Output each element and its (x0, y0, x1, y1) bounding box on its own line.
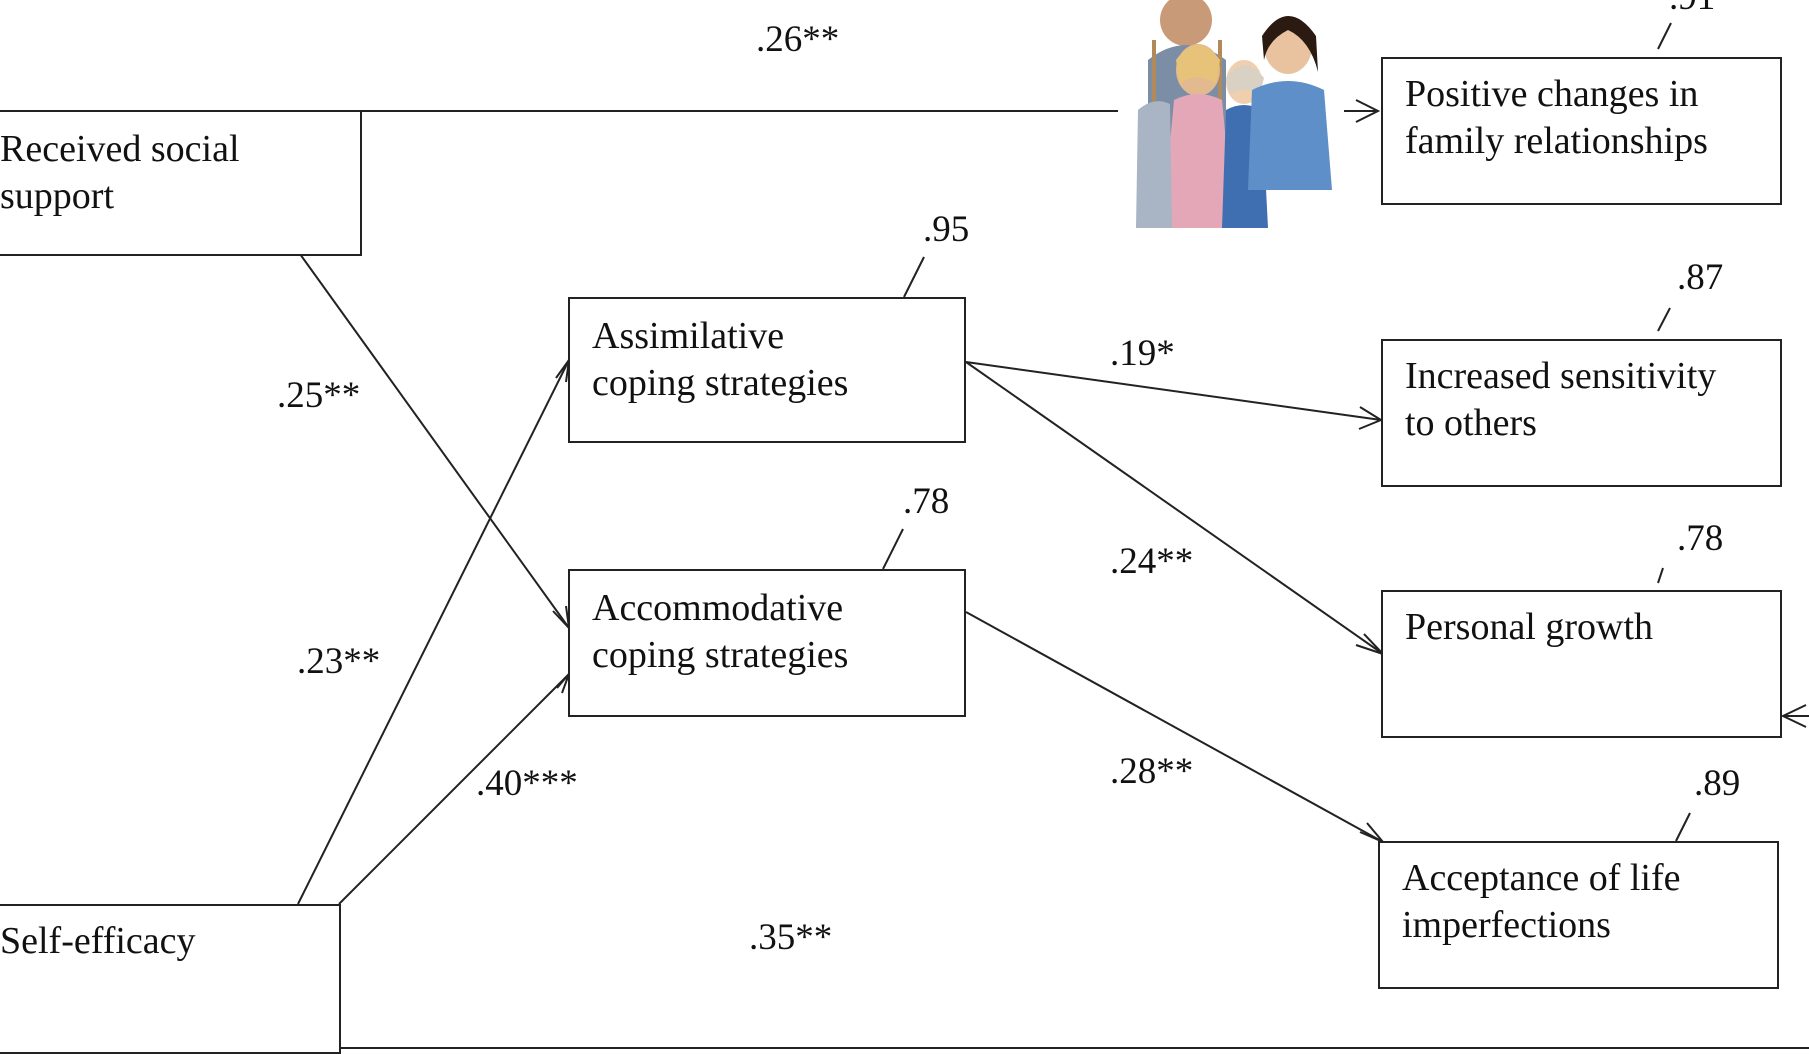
tick-growth (1657, 567, 1664, 584)
coef-efficacy-growth: .35** (749, 917, 833, 958)
path-accommodative-acceptance (965, 611, 1384, 843)
path-support-accommodative (299, 253, 570, 629)
tick-sensitivity (1657, 307, 1671, 332)
node-label: Received social support (0, 128, 240, 217)
arrowhead-positive (1355, 99, 1381, 123)
node-label: Acceptance of life imperfections (1402, 857, 1681, 946)
path-assimilative-growth (965, 361, 1384, 655)
tick-accommodative (882, 528, 904, 570)
node-label: Assimilative coping strategies (592, 315, 849, 404)
node-label: Personal growth (1405, 606, 1654, 648)
node-acceptance: Acceptance of life imperfections (1378, 841, 1779, 989)
node-personal-growth: Personal growth (1381, 590, 1782, 738)
path-efficacy-assimilative (297, 359, 570, 905)
variance-increased-sensitivity: .87 (1677, 257, 1724, 298)
coef-support-positive: .26** (756, 19, 840, 60)
arrowhead-acceptance (1359, 822, 1384, 843)
tick-acceptance (1675, 812, 1691, 842)
variance-accommodative: .78 (903, 481, 950, 522)
path-efficacy-accommodative (338, 673, 570, 905)
node-received-social-support: Received social support (0, 110, 362, 256)
variance-positive-changes: .91 (1669, 0, 1715, 18)
node-label: Accommodative coping strategies (592, 587, 849, 676)
node-increased-sensitivity: Increased sensitivity to others (1381, 339, 1782, 487)
coef-assimilative-growth: .24** (1110, 541, 1194, 582)
node-label: Self-efficacy (0, 920, 196, 962)
variance-assimilative: .95 (923, 209, 970, 250)
node-positive-changes: Positive changes in family relationships (1381, 57, 1782, 205)
coef-support-accommodative: .25** (277, 375, 361, 416)
coef-assimilative-sensitivity: .19* (1110, 333, 1175, 374)
node-label: Increased sensitivity to others (1405, 355, 1717, 444)
coef-efficacy-accommodative: .40*** (476, 763, 578, 804)
node-accommodative: Accommodative coping strategies (568, 569, 966, 717)
path-assimilative-sensitivity (965, 361, 1382, 421)
node-self-efficacy: Self-efficacy (0, 904, 341, 1054)
variance-personal-growth: .78 (1677, 518, 1724, 559)
coef-accommodative-acceptance: .28** (1110, 751, 1194, 792)
tick-positive (1657, 22, 1672, 50)
node-assimilative: Assimilative coping strategies (568, 297, 966, 443)
node-label: Positive changes in family relationships (1405, 73, 1708, 162)
tick-assimilative (903, 256, 925, 298)
variance-acceptance: .89 (1694, 763, 1741, 804)
coef-efficacy-assimilative: .23** (297, 641, 381, 682)
family-photo (1118, 0, 1344, 228)
